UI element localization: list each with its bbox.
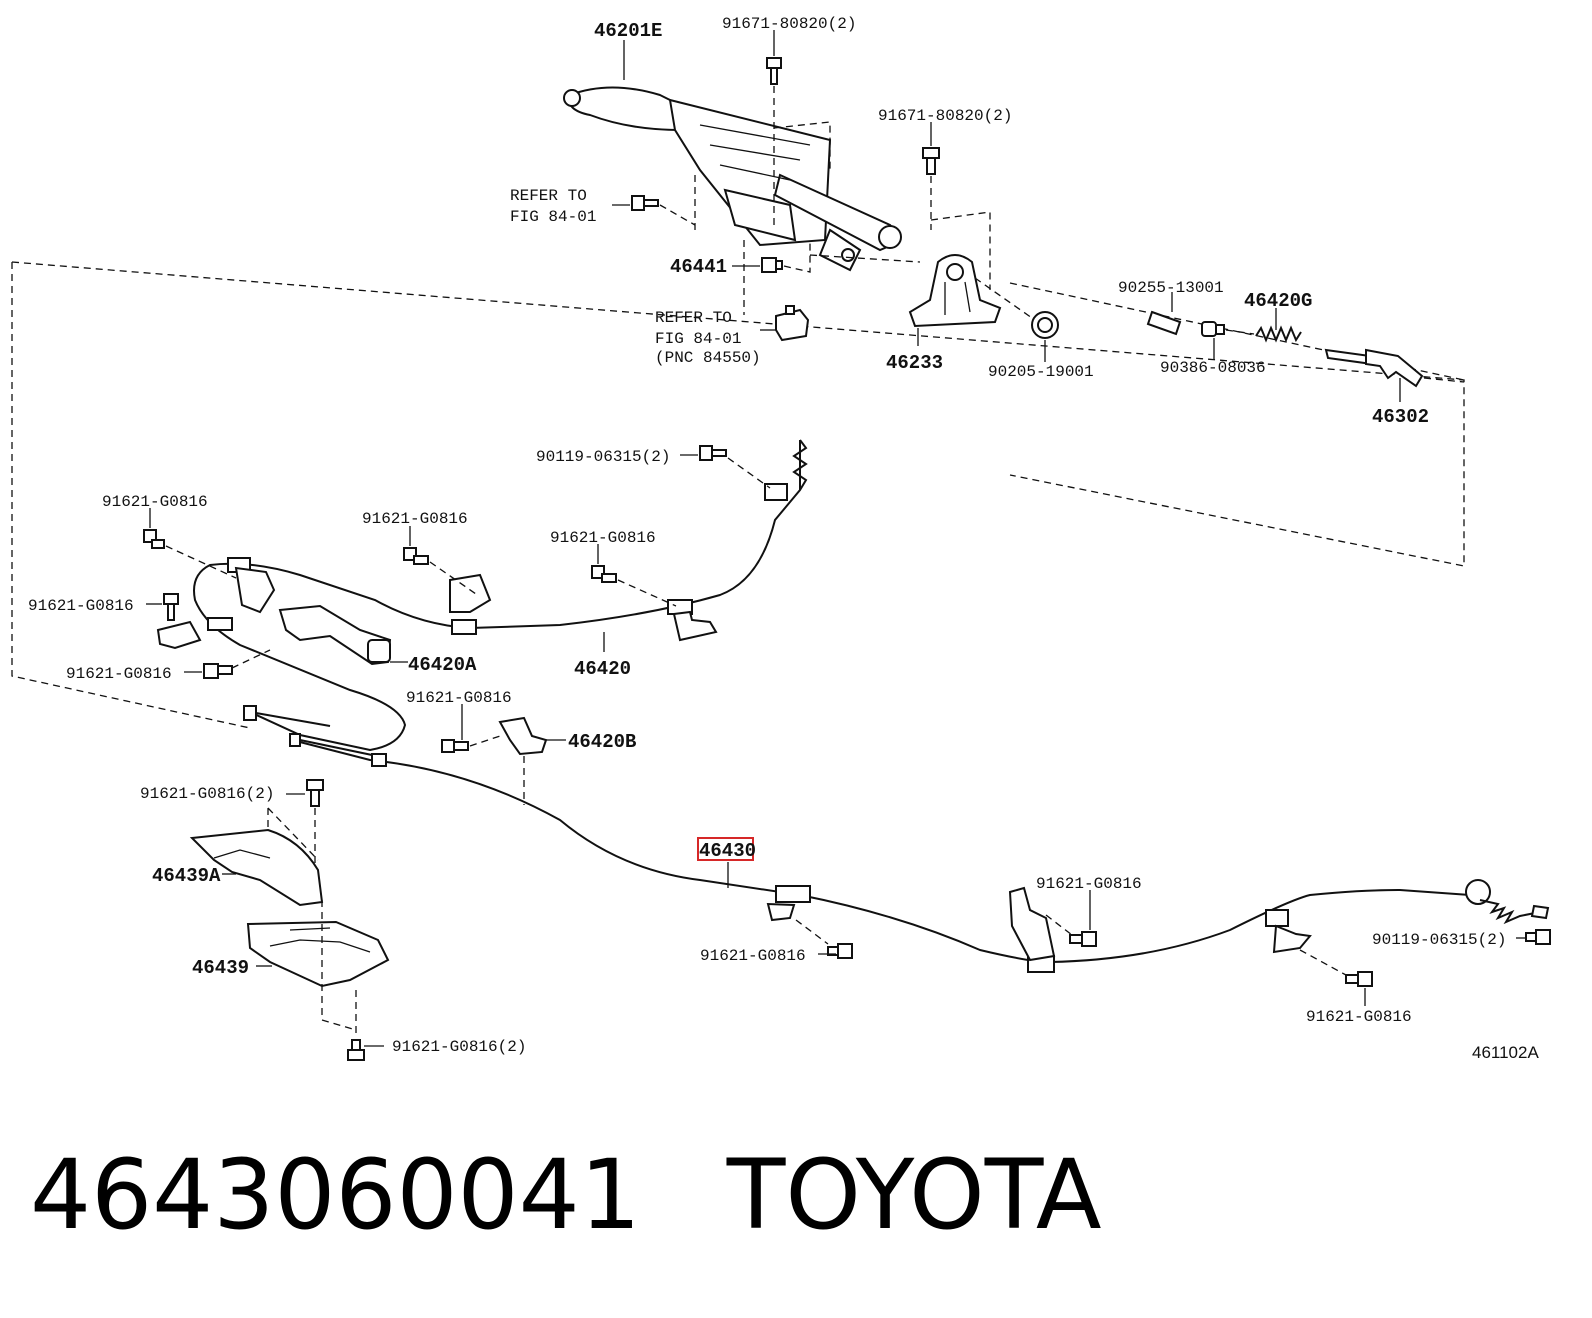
- figure-code: 461102A: [1472, 1043, 1539, 1062]
- callout-shield-a: 46439A: [152, 865, 221, 887]
- clip-pair-top-icon[interactable]: [306, 779, 324, 807]
- callout-front-cable: 46420: [574, 658, 631, 680]
- callout-clip-a: 91621-G0816: [102, 493, 208, 511]
- highlight-box[interactable]: [697, 837, 754, 861]
- callout-clip-e: 91621-G0816: [66, 665, 172, 683]
- clip-bolt-h-icon[interactable]: [1069, 931, 1097, 947]
- pin-icon[interactable]: [1146, 310, 1182, 336]
- callout-highlighted-cable[interactable]: 46430: [699, 840, 756, 862]
- callout-clip-i: 91621-G0816: [1306, 1008, 1412, 1026]
- callout-clip-c: 91621-G0816: [550, 529, 656, 547]
- spring-icon[interactable]: [1255, 325, 1302, 343]
- clip-bolt-g-icon[interactable]: [827, 943, 853, 959]
- callout-clip-b: 91621-G0816: [362, 510, 468, 528]
- ring-washer-icon[interactable]: [1031, 311, 1059, 339]
- bolt-mid-icon[interactable]: [922, 147, 940, 175]
- callout-clip-f: 91621-G0816: [406, 689, 512, 707]
- bolt-rear-cable-icon[interactable]: [1525, 929, 1551, 945]
- refer-fig-line2: FIG 84-01: [510, 208, 596, 226]
- callout-ring: 90205-19001: [988, 363, 1094, 381]
- callout-pin: 90255-13001: [1118, 279, 1224, 297]
- heat-shield-icon[interactable]: [246, 900, 390, 1031]
- bolt-upper-cable-icon[interactable]: [699, 445, 727, 461]
- callout-front-cable-a: 46420A: [408, 654, 477, 676]
- refer-switch-line1: REFER TO: [655, 309, 732, 327]
- callout-clip-pair-bottom: 91621-G0816(2): [392, 1038, 526, 1056]
- bolt-top-icon[interactable]: [766, 57, 782, 85]
- heat-shield-a-icon[interactable]: [189, 828, 324, 907]
- callout-clip-pair-top: 91621-G0816(2): [140, 785, 274, 803]
- callout-lever: 46201E: [594, 20, 662, 42]
- bracket-icon[interactable]: [908, 254, 1002, 328]
- refer-bolt-icon[interactable]: [631, 195, 659, 211]
- footer-caption: 4643060041 TOYOTA: [30, 1140, 1102, 1250]
- footer-part-number: 4643060041: [30, 1139, 641, 1251]
- clip-bolt-f-icon[interactable]: [441, 739, 469, 753]
- nut-icon[interactable]: [761, 257, 783, 273]
- callout-clip-d: 91621-G0816: [28, 597, 134, 615]
- callout-bracket: 46233: [886, 352, 943, 374]
- callout-bolt-mid: 91671-80820(2): [878, 107, 1012, 125]
- bushing-icon[interactable]: [1201, 321, 1225, 337]
- refer-switch-line3: (PNC 84550): [655, 349, 761, 367]
- callout-clip-holder: 46420B: [568, 731, 636, 753]
- clip-pair-bottom-icon[interactable]: [347, 1039, 365, 1061]
- clip-bolt-e-icon[interactable]: [203, 663, 233, 679]
- switch-icon[interactable]: [775, 305, 810, 342]
- clip-bolt-b-icon[interactable]: [403, 547, 429, 565]
- equalizer-rod-icon[interactable]: [1324, 348, 1424, 388]
- callout-bolt-top: 91671-80820(2): [722, 15, 856, 33]
- callout-nut: 46441: [670, 256, 727, 278]
- footer-brand: TOYOTA: [726, 1139, 1102, 1251]
- clip-holder-icon[interactable]: [498, 716, 548, 756]
- callout-clip-h: 91621-G0816: [1036, 875, 1142, 893]
- rear-cable-46430-icon[interactable]: [289, 733, 1550, 973]
- refer-fig-line1: REFER TO: [510, 187, 587, 205]
- clip-bolt-i-icon[interactable]: [1345, 971, 1373, 987]
- front-cable-icon[interactable]: [156, 439, 808, 752]
- callout-clip-g: 91621-G0816: [700, 947, 806, 965]
- callout-bolt-upper-cable: 90119-06315(2): [536, 448, 670, 466]
- callout-spring: 46420G: [1244, 290, 1312, 312]
- callout-bolt-rear-cable: 90119-06315(2): [1372, 931, 1506, 949]
- parking-brake-lever-icon[interactable]: [563, 86, 902, 272]
- callout-shield: 46439: [192, 957, 249, 979]
- clip-bolt-a-icon[interactable]: [143, 529, 165, 549]
- clip-bolt-c-icon[interactable]: [591, 565, 617, 583]
- callout-bushing: 90386-08036: [1160, 359, 1266, 377]
- refer-switch-line2: FIG 84-01: [655, 330, 741, 348]
- clip-bolt-d-icon[interactable]: [163, 593, 179, 621]
- callout-equalizer: 46302: [1372, 406, 1429, 428]
